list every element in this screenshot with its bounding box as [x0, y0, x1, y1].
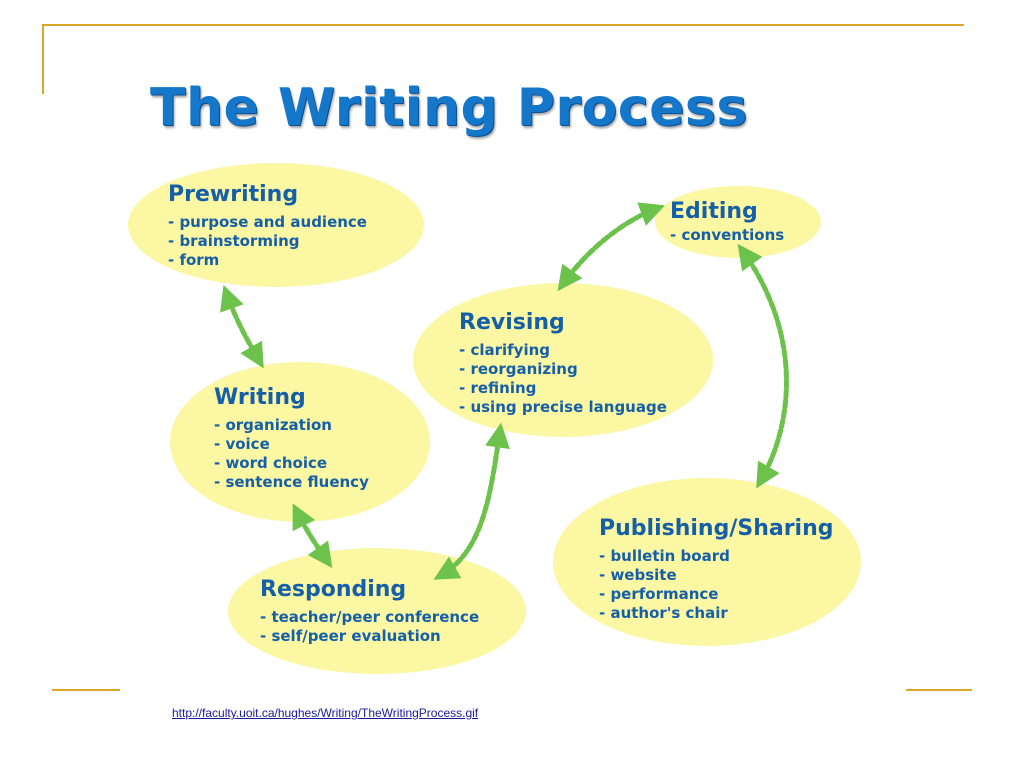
- prewriting-heading: Prewriting: [168, 182, 299, 207]
- arrow-revising-editing: [557, 202, 666, 292]
- bottom-rule-right: [906, 689, 972, 691]
- writing-item: - organization: [214, 416, 332, 434]
- prewriting-bubble: [128, 163, 424, 287]
- revising-item: - using precise language: [459, 398, 667, 416]
- revising-bubble: [413, 283, 713, 437]
- prewriting-node: Prewriting - purpose and audience - brai…: [168, 181, 367, 270]
- publishing-item: - bulletin board: [599, 547, 730, 565]
- arrow-writing-responding: [292, 503, 333, 569]
- writing-node: Writing - organization - voice - word ch…: [214, 384, 369, 492]
- prewriting-item: - form: [168, 251, 220, 269]
- responding-item: - self/peer evaluation: [260, 627, 441, 645]
- responding-node: Responding - teacher/peer conference - s…: [260, 576, 479, 646]
- writing-heading: Writing: [214, 385, 306, 410]
- arrow-responding-revising: [433, 422, 510, 580]
- source-link[interactable]: http://faculty.uoit.ca/hughes/Writing/Th…: [172, 706, 479, 720]
- revising-item: - reorganizing: [459, 360, 578, 378]
- prewriting-item: - brainstorming: [168, 232, 300, 250]
- revising-node: Revising - clarifying - reorganizing - r…: [459, 309, 667, 417]
- bottom-rule-left: [52, 689, 120, 691]
- publishing-heading: Publishing/Sharing: [599, 516, 834, 541]
- responding-heading: Responding: [260, 577, 407, 602]
- publishing-bubble: [553, 478, 861, 646]
- publishing-item: - author's chair: [599, 604, 728, 622]
- publishing-item: - website: [599, 566, 677, 584]
- editing-heading: Editing: [670, 199, 758, 224]
- arrow-prewriting-writing: [220, 284, 264, 369]
- revising-heading: Revising: [459, 310, 565, 335]
- writing-item: - word choice: [214, 454, 328, 472]
- publishing-item: - performance: [599, 585, 719, 603]
- top-rule: [42, 24, 964, 26]
- responding-item: - teacher/peer conference: [260, 608, 480, 626]
- revising-item: - clarifying: [459, 341, 551, 359]
- prewriting-item: - purpose and audience: [168, 213, 367, 231]
- writing-bubble: [170, 362, 430, 522]
- arrow-editing-publishing: [737, 243, 789, 489]
- revising-item: - refining: [459, 379, 537, 397]
- editing-node: Editing - conventions: [670, 198, 784, 245]
- slide-title: The Writing Process: [150, 78, 748, 138]
- writing-item: - sentence fluency: [214, 473, 369, 491]
- writing-item: - voice: [214, 435, 270, 453]
- publishing-node: Publishing/Sharing - bulletin board - we…: [599, 515, 834, 623]
- left-rule: [42, 24, 44, 94]
- editing-item: - conventions: [670, 226, 785, 244]
